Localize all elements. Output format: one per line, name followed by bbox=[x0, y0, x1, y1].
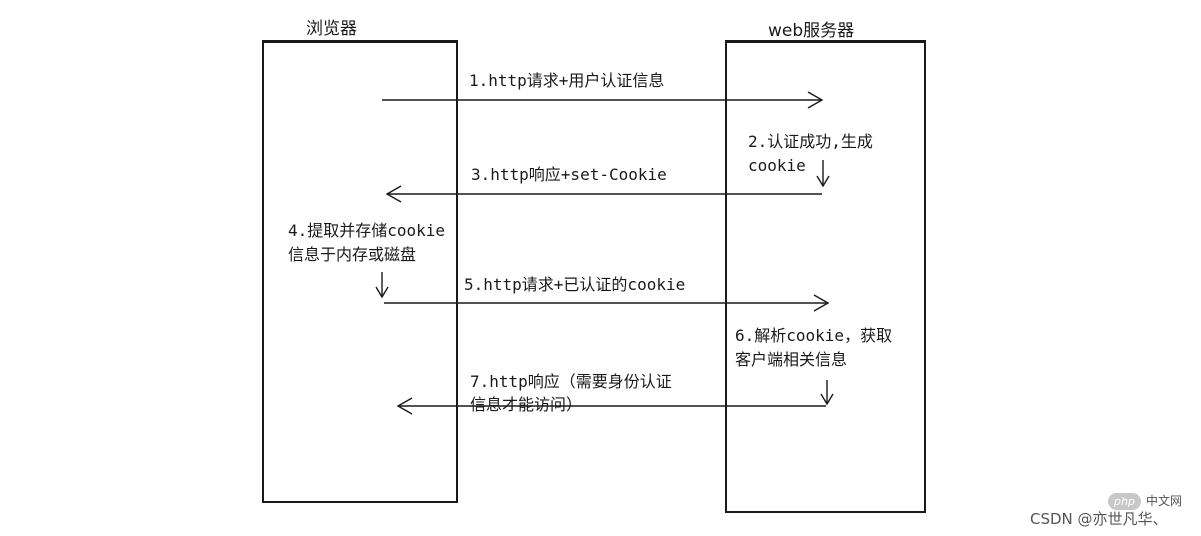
note-6-line2: 客户端相关信息 bbox=[735, 350, 848, 369]
message-7-label-line1: 7.http响应（需要身份认证 bbox=[470, 372, 672, 391]
note-2: 2.认证成功,生成 cookie bbox=[748, 130, 873, 178]
arrowhead-5 bbox=[813, 294, 830, 312]
note-2-line2: cookie bbox=[748, 156, 806, 175]
php-logo-text: php bbox=[1108, 493, 1141, 510]
arrowhead-1 bbox=[807, 91, 824, 109]
watermark-author: 亦世凡华、 bbox=[1092, 510, 1168, 528]
php-cn-text: 中文网 bbox=[1146, 494, 1183, 508]
arrowhead-6 bbox=[820, 393, 834, 406]
message-5-label: 5.http请求+已认证的cookie bbox=[464, 275, 686, 294]
php-logo: php 中文网 bbox=[1108, 490, 1182, 510]
arrowhead-7 bbox=[396, 397, 413, 415]
arrowhead-4 bbox=[375, 286, 389, 299]
message-1-label: 1.http请求+用户认证信息 bbox=[469, 71, 665, 90]
arrowhead-3 bbox=[385, 185, 402, 203]
note-6: 6.解析cookie，获取 客户端相关信息 bbox=[735, 324, 892, 372]
watermark: CSDN @亦世凡华、 bbox=[1030, 508, 1168, 529]
note-4-line2: 信息于内存或磁盘 bbox=[288, 245, 417, 264]
note-4-line1: 4.提取并存储cookie bbox=[288, 221, 446, 240]
server-lane bbox=[725, 40, 926, 513]
message-7-label-line2: 信息才能访问） bbox=[470, 395, 583, 414]
browser-lane-title: 浏览器 bbox=[306, 19, 357, 39]
note-6-line1: 6.解析cookie，获取 bbox=[735, 326, 893, 345]
note-2-line1: 2.认证成功,生成 bbox=[748, 132, 873, 151]
watermark-brand: CSDN @ bbox=[1030, 510, 1093, 528]
server-lane-title: web服务器 bbox=[768, 21, 855, 41]
message-3-label: 3.http响应+set-Cookie bbox=[471, 165, 667, 184]
browser-lane bbox=[262, 40, 458, 503]
note-4: 4.提取并存储cookie 信息于内存或磁盘 bbox=[288, 219, 445, 267]
arrowhead-2 bbox=[816, 175, 830, 188]
